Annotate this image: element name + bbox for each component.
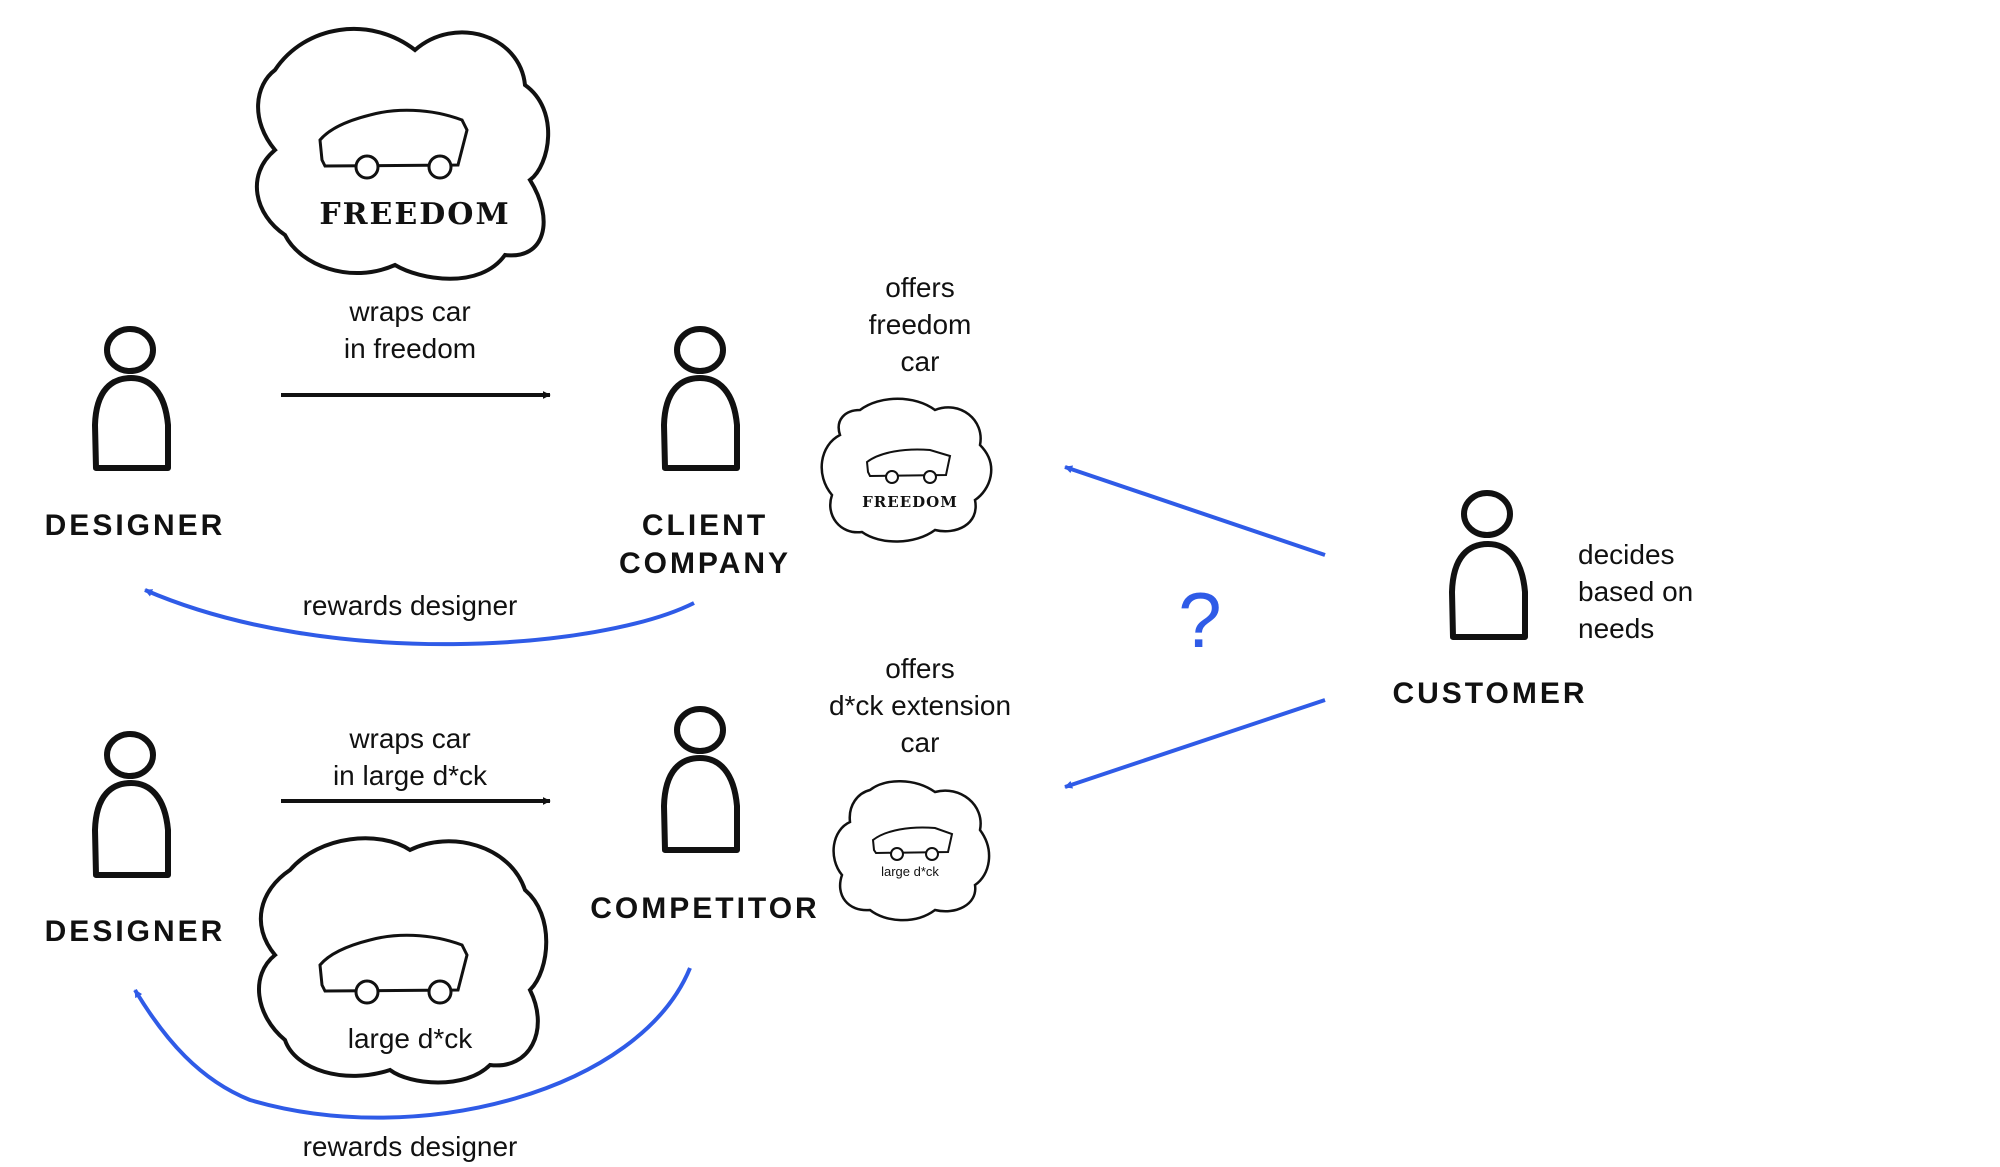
small-large-car-icon — [871, 826, 954, 861]
wrap-large-note-line1: wraps car — [349, 723, 471, 754]
small-freedom-cloud-icon — [820, 397, 993, 543]
decides-line2: based on — [1578, 576, 1694, 607]
small-freedom-car-icon — [865, 448, 952, 484]
customer-to-large-arrow — [1064, 698, 1326, 789]
rewards-top-arrow — [144, 588, 695, 647]
small-large-caption: large d*ck — [881, 864, 939, 879]
offers-dck-line1: offers — [885, 653, 955, 684]
competitor-label: COMPETITOR — [590, 892, 820, 925]
wrap-freedom-note-line1: wraps car — [349, 296, 471, 327]
rewards-bottom-note: rewards designer — [302, 1131, 518, 1162]
offers-dck-line3: car — [900, 727, 940, 758]
wrap-freedom-note-line2: in freedom — [343, 333, 477, 364]
designer-top-figure-icon — [92, 326, 171, 471]
customer-label: CUSTOMER — [1392, 677, 1588, 710]
big-large-cloud-icon — [257, 836, 549, 1085]
big-freedom-car-icon — [318, 108, 469, 180]
offers-freedom-line2: freedom — [868, 309, 972, 340]
decides-line3: needs — [1578, 613, 1655, 644]
client-figure-icon — [661, 326, 740, 471]
big-freedom-caption: FREEDOM — [319, 197, 511, 232]
small-freedom-caption: FREEDOM — [862, 493, 958, 511]
designer-bottom-figure-icon — [92, 731, 171, 878]
offers-freedom-line3: car — [900, 346, 940, 377]
designer-bottom-label: DESIGNER — [44, 915, 226, 948]
customer-figure-icon — [1449, 490, 1528, 640]
offers-dck-line2: d*ck extension — [828, 690, 1012, 721]
question-mark: ? — [1178, 576, 1222, 664]
rewards-bottom-arrow — [133, 967, 692, 1120]
offers-freedom-line1: offers — [885, 272, 955, 303]
competitor-figure-icon — [661, 706, 740, 853]
big-freedom-cloud-icon — [255, 27, 551, 281]
customer-to-freedom-arrow — [1064, 465, 1326, 557]
wrap-large-note-line2: in large d*ck — [332, 760, 488, 791]
client-label-line2: COMPANY — [618, 547, 792, 580]
rewards-top-note: rewards designer — [302, 590, 518, 621]
client-label-line1: CLIENT — [641, 509, 769, 542]
decides-line1: decides — [1578, 539, 1675, 570]
big-large-caption: large d*ck — [347, 1023, 473, 1054]
designer-top-label: DESIGNER — [44, 509, 226, 542]
big-large-car-icon — [318, 933, 469, 1005]
small-large-cloud-icon — [832, 780, 991, 922]
